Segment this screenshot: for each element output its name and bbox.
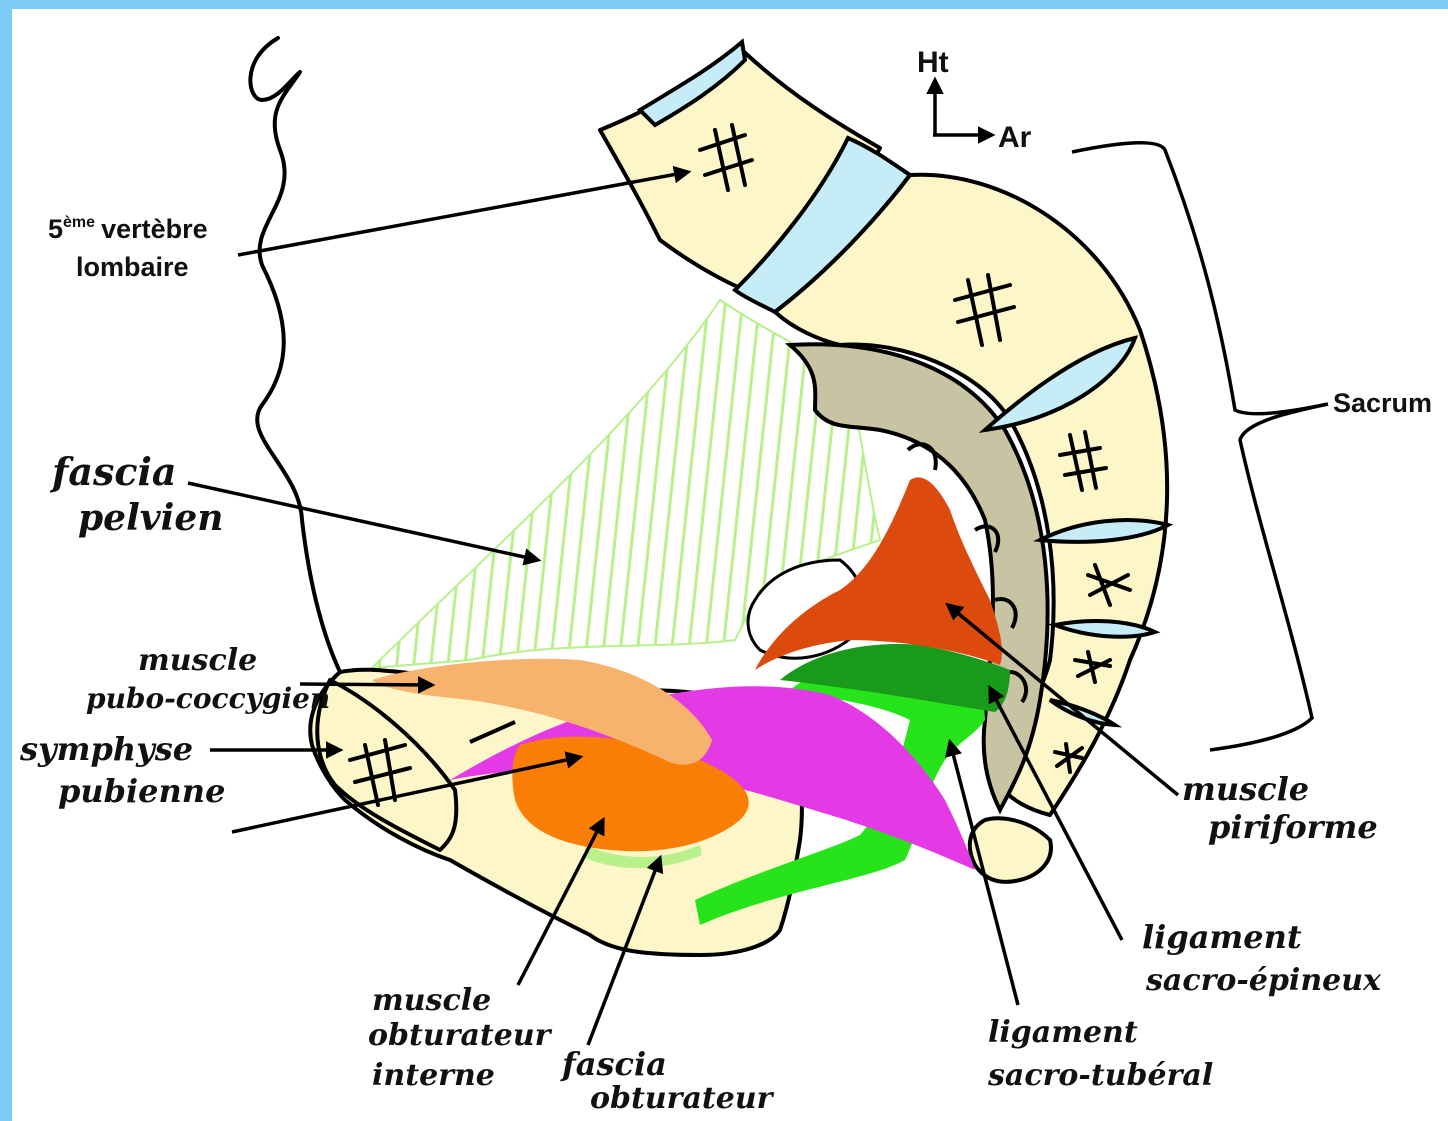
- abdominal-wall-outline: [250, 38, 340, 672]
- label-pubo-coccygien-1: muscle: [138, 643, 257, 678]
- orientation-indicator: Ht Ar: [917, 46, 1032, 154]
- label-sacrum: Sacrum: [1333, 388, 1432, 418]
- label-sacro-epineux-2: sacro-épineux: [1145, 963, 1382, 998]
- label-fascia-obturateur-2: obturateur: [590, 1081, 775, 1116]
- label-fascia-obturateur-1: fascia: [560, 1045, 667, 1083]
- label-vertebre-lombaire-line2: lombaire: [76, 252, 189, 282]
- label-fascia-pelvien-1: fascia: [49, 449, 177, 494]
- label-pubo-coccygien-2: pubo-coccygien: [86, 682, 330, 715]
- label-sacro-tuberal-1: ligament: [988, 1015, 1138, 1050]
- label-fascia-pelvien-2: pelvien: [78, 497, 223, 539]
- label-sacro-epineux-1: ligament: [1142, 918, 1302, 956]
- label-symphyse-1: symphyse: [19, 730, 193, 768]
- label-obturateur-interne-1: muscle: [372, 983, 491, 1018]
- orientation-up-label: Ht: [917, 46, 949, 79]
- label-obturateur-interne-3: interne: [372, 1058, 495, 1093]
- orientation-back-label: Ar: [998, 121, 1032, 154]
- label-piriforme-1: muscle: [1182, 770, 1309, 808]
- label-symphyse-2: pubienne: [58, 772, 225, 810]
- label-piriforme-2: piriforme: [1208, 808, 1378, 846]
- label-sacro-tuberal-2: sacro-tubéral: [987, 1058, 1213, 1093]
- label-obturateur-interne-2: obturateur: [368, 1018, 553, 1053]
